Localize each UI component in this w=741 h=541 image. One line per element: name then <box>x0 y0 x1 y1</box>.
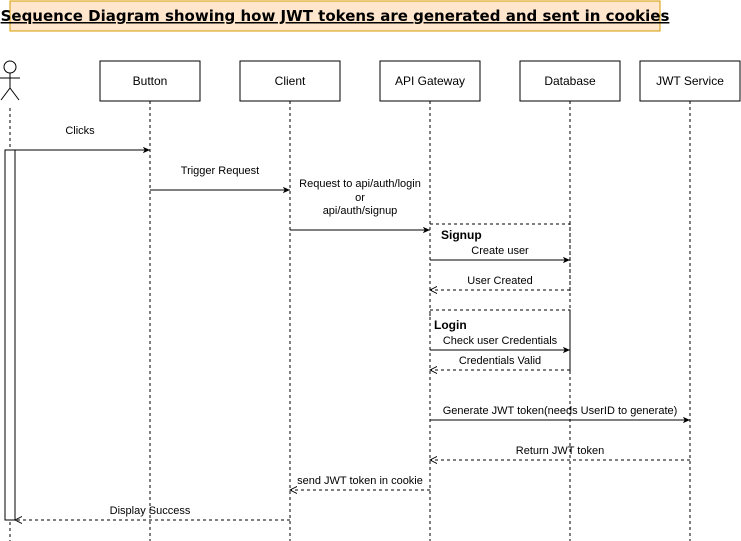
participant-box <box>639 60 741 102</box>
message-label: Generate JWT token(needs UserID to gener… <box>443 405 678 417</box>
message-label: Display Success <box>110 505 191 517</box>
message-6: Check user Credentials <box>430 335 570 354</box>
participant-label: Database <box>544 74 596 88</box>
participant-client: Client <box>239 60 341 102</box>
fragment-frame <box>429 309 571 372</box>
message-label: or <box>355 192 365 204</box>
message-2: Trigger Request <box>150 165 290 194</box>
participant-box <box>99 60 201 102</box>
title-text: Sequence Diagram showing how JWT tokens … <box>1 7 670 25</box>
participant-label: Client <box>275 74 306 88</box>
message-10: send JWT token in cookie <box>290 475 430 490</box>
message-label: User Created <box>467 275 532 287</box>
message-11: Display Success <box>15 505 290 520</box>
message-9: Return JWT token <box>430 445 690 460</box>
message-3: Request to api/auth/login orapi/auth/sign… <box>290 178 430 234</box>
message-label: Request to api/auth/login <box>299 178 421 190</box>
participant-box <box>239 60 341 102</box>
participant-label: JWT Service <box>656 74 724 88</box>
participant-button: Button <box>99 60 201 102</box>
user-activation-bar <box>4 149 16 521</box>
participant-box <box>519 60 621 102</box>
message-4: Create user <box>430 245 570 264</box>
message-5: User Created <box>430 275 570 290</box>
message-label: Create user <box>471 245 529 257</box>
message-7: Credentials Valid <box>430 355 570 370</box>
participant-label: API Gateway <box>395 74 465 88</box>
participant-gateway: API Gateway <box>379 60 481 102</box>
message-label: Check user Credentials <box>443 335 558 347</box>
participant-database: Database <box>519 60 621 102</box>
fragment-label: Signup <box>441 228 482 242</box>
actor-stick-figure-icon <box>0 60 20 101</box>
fragment-login: Login <box>429 309 571 372</box>
message-label: Credentials Valid <box>459 355 541 367</box>
participant-box <box>379 60 481 102</box>
fragment-label: Login <box>434 318 467 332</box>
diagram-title: Sequence Diagram showing how JWT tokens … <box>1 0 670 32</box>
title-box <box>9 0 661 32</box>
message-label: Trigger Request <box>181 165 259 177</box>
message-label: send JWT token in cookie <box>297 475 423 487</box>
message-label: Return JWT token <box>516 445 604 457</box>
message-label: api/auth/signup <box>323 205 398 217</box>
participant-jwt: JWT Service <box>639 60 741 102</box>
message-label: Clicks <box>65 125 95 137</box>
participant-label: Button <box>133 74 168 88</box>
message-8: Generate JWT token(needs UserID to gener… <box>430 405 690 424</box>
message-1: Clicks <box>15 125 150 154</box>
